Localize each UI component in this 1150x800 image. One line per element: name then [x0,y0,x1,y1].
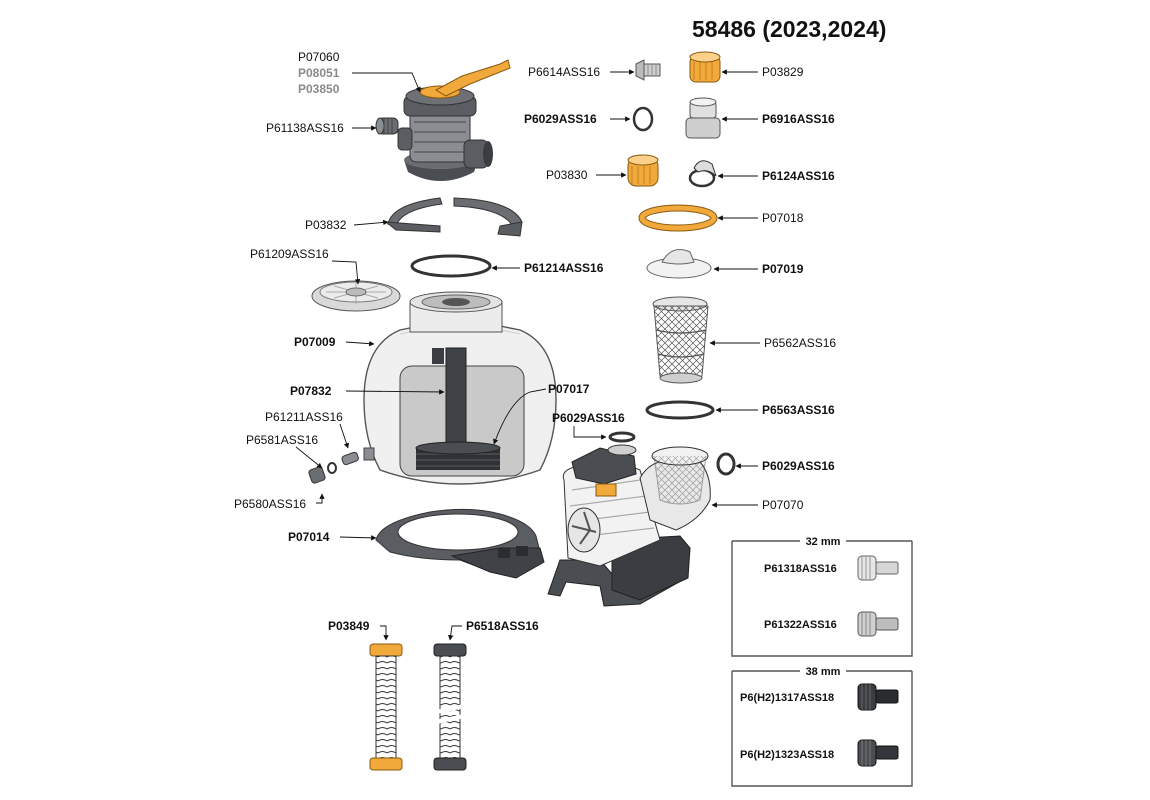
label-p6563: P6563ASS16 [762,403,835,417]
label-p07019: P07019 [762,262,804,276]
label-p6562: P6562ASS16 [764,336,836,350]
box-38mm-heading: 38 mm [806,666,841,678]
p6029-oring-mid-drawing [608,431,636,443]
hose-p6518-drawing [433,643,467,771]
p03830-cap-drawing [627,154,659,187]
adapter-p61318-icon [857,555,899,581]
label-p6029-right: P6029ASS16 [762,459,835,473]
label-p61214: P61214ASS16 [524,261,604,275]
label-p08051: P08051 [298,66,340,80]
p6916-adapter-drawing [685,97,721,139]
p61138-cap-drawing [375,117,399,135]
box-32mm-item-1: P61318ASS16 [764,563,837,575]
box-32mm: 32 mm P61318ASS16 P61322ASS16 [731,536,913,657]
diagram-title: 58486 (2023,2024) [692,16,886,42]
label-p07832: P07832 [290,384,332,398]
label-p6614: P6614ASS16 [528,65,600,79]
box-38mm-item-1: P6(H2)1317ASS18 [740,692,834,704]
p07009-tank-drawing [363,291,557,485]
p6029-oring-right-drawing [716,452,736,476]
label-p07070: P07070 [762,498,804,512]
p6029-oring-top-drawing [632,106,654,132]
multiport-valve-drawing [397,59,511,181]
label-p61138: P61138ASS16 [266,121,344,135]
label-p03832: P03832 [305,218,347,232]
p07019-lid-drawing [646,249,712,279]
drain-parts-drawing [308,451,359,484]
label-p6580: P6580ASS16 [234,497,306,511]
hose-p03849-drawing [369,643,403,771]
leader-lines [295,69,760,641]
label-p6029-mid: P6029ASS16 [552,411,625,425]
p6563-oring-drawing [645,400,715,420]
label-p07018: P07018 [762,211,804,225]
p03832-clamp-drawing [384,197,523,237]
label-p61211: P61211ASS16 [265,410,343,424]
box-38mm: 38 mm P6(H2)1317ASS18 P6(H2)1323ASS18 [731,666,913,787]
box-32mm-heading: 32 mm [806,536,841,548]
label-p07009: P07009 [294,335,336,349]
p6614-fitting-drawing [635,59,661,81]
label-p61209: P61209ASS16 [250,247,329,261]
adapter-p6h21323-icon [857,739,899,767]
p07018-ring-drawing [638,204,718,232]
adapter-p6h21317-icon [857,683,899,711]
label-p6124: P6124ASS16 [762,169,835,183]
p61209-diffuser-drawing [311,280,401,312]
label-p6916: P6916ASS16 [762,112,835,126]
label-p03830: P03830 [546,168,588,182]
p61214-oring-drawing [410,254,492,278]
label-p07017: P07017 [548,382,590,396]
box-38mm-item-2: P6(H2)1323ASS18 [740,749,834,761]
label-p03849: P03849 [328,619,370,633]
p6562-basket-drawing [652,296,709,384]
label-p07014: P07014 [288,530,330,544]
label-p03829: P03829 [762,65,804,79]
box-32mm-item-2: P61322ASS16 [764,619,837,631]
p07070-pump-drawing [547,444,711,607]
p03829-nut-drawing [689,51,721,83]
part-labels: P07060 P08051 P03850 P61138ASS16 P03832 … [234,50,836,633]
label-p07060: P07060 [298,50,340,64]
label-p03850: P03850 [298,82,340,96]
p6124-strainer-cap-drawing [688,160,717,188]
adapter-p61322-icon [857,611,899,637]
label-p6029-top: P6029ASS16 [524,112,597,126]
p07014-base-drawing [375,508,545,579]
label-p6518: P6518ASS16 [466,619,539,633]
label-p6581: P6581ASS16 [246,433,318,447]
